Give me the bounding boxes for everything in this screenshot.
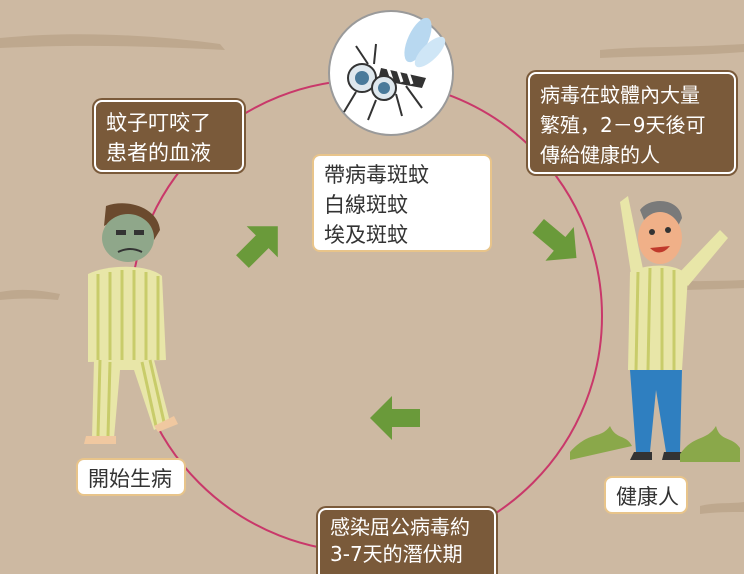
cycle-arrow-3 (370, 396, 420, 440)
cycle-arrow-1 (236, 226, 278, 268)
sick-start-label: 開始生病 (76, 458, 186, 496)
mosquito-type-1: 帶病毒斑蚊 (324, 163, 429, 187)
healthy-person-label: 健康人 (604, 476, 688, 514)
incubation-step-line-2: 3-7天的潛伏期 (330, 542, 463, 566)
cycle-arrow-2 (532, 218, 577, 261)
virus-step-box: 病毒在蚊體內大量 繁殖，2－9天後可 傳給健康的人 (528, 72, 736, 174)
incubation-step-box: 感染屈公病毒約 3-7天的潛伏期 (318, 508, 496, 574)
bite-step-line-2: 患者的血液 (106, 141, 211, 165)
incubation-step-line-1: 感染屈公病毒約 (330, 515, 470, 539)
virus-step-line-1: 病毒在蚊體內大量 (540, 83, 700, 107)
mosquito-type-3: 埃及斑蚊 (324, 223, 408, 247)
healthy-person-icon (570, 196, 740, 462)
bite-step-box: 蚊子叮咬了 患者的血液 (94, 100, 244, 172)
bite-step-line-1: 蚊子叮咬了 (106, 111, 211, 135)
virus-step-line-2: 繁殖，2－9天後可 (540, 113, 706, 137)
sick-start-label-text: 開始生病 (88, 467, 172, 491)
mosquito-type-2: 白線斑蚊 (324, 193, 408, 217)
sick-person-icon (84, 203, 178, 444)
healthy-person-label-text: 健康人 (616, 485, 679, 509)
virus-step-line-3: 傳給健康的人 (540, 143, 660, 167)
mosquito-types-box: 帶病毒斑蚊 白線斑蚊 埃及斑蚊 (312, 154, 492, 252)
mosquito-icon (328, 10, 454, 136)
